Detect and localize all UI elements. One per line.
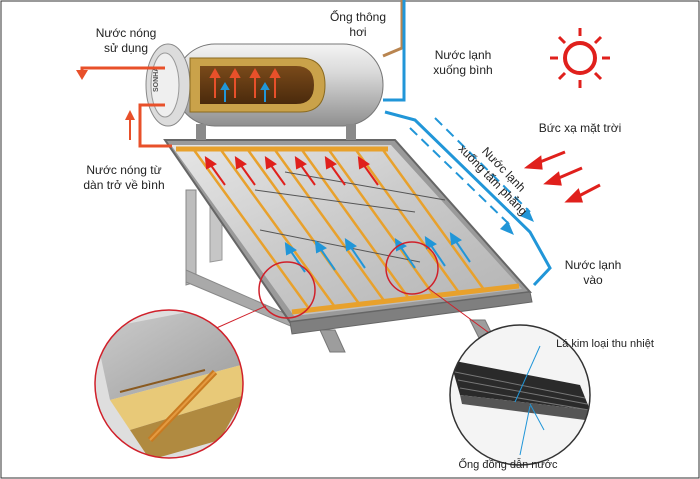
label-line: hơi	[349, 25, 367, 39]
label-line: Ống thông	[329, 10, 387, 24]
zoom-connector-left	[211, 305, 267, 331]
sun-icon	[550, 28, 610, 88]
label-line: Nước nóng từ	[86, 163, 162, 177]
hot-flow-arrows	[204, 155, 379, 186]
label-line: Nước lạnh	[434, 48, 492, 62]
cold-flow-arrows	[284, 231, 471, 273]
label-solar-radiation: Bức xạ mặt trời	[538, 121, 622, 135]
zoom-detail-right	[449, 324, 591, 466]
label-line: sử dụng	[103, 41, 149, 55]
label-copper-pipe: Ống đồng dẫn nước	[458, 459, 558, 471]
label-cold-in: Nước lạnh vào	[558, 258, 628, 288]
label-line: dàn trở về bình	[83, 178, 165, 192]
cold-pipe-tank	[383, 0, 406, 102]
hot-return-pipe	[125, 103, 172, 148]
label-hot-return: Nước nóng từ dàn trở về bình	[72, 163, 176, 193]
radiation-arrows	[523, 150, 601, 203]
zoom-connector-right	[427, 287, 497, 339]
zoom-detail-left	[94, 309, 244, 459]
label-absorber-fin: Lá kim loại thu nhiệt	[556, 338, 654, 350]
storage-tank	[145, 43, 384, 140]
label-line: Nước lạnh	[564, 258, 622, 272]
label-line: xuống bình	[433, 63, 493, 77]
label-hot-water-use: Nước nóng sử dụng	[86, 26, 166, 56]
label-line: Nước nóng	[95, 26, 157, 40]
label-cold-down-tank: Nước lạnh xuống bình	[420, 48, 506, 78]
cold-pipe-panel	[384, 110, 552, 287]
label-vent-pipe: Ống thông hơi	[322, 10, 394, 40]
label-line: vào	[583, 273, 603, 287]
flat-plate-collector	[163, 139, 533, 335]
vent-pipe	[382, 0, 404, 58]
hot-water-use-pipe	[76, 66, 165, 80]
brand-logo: SONHA	[153, 67, 160, 92]
